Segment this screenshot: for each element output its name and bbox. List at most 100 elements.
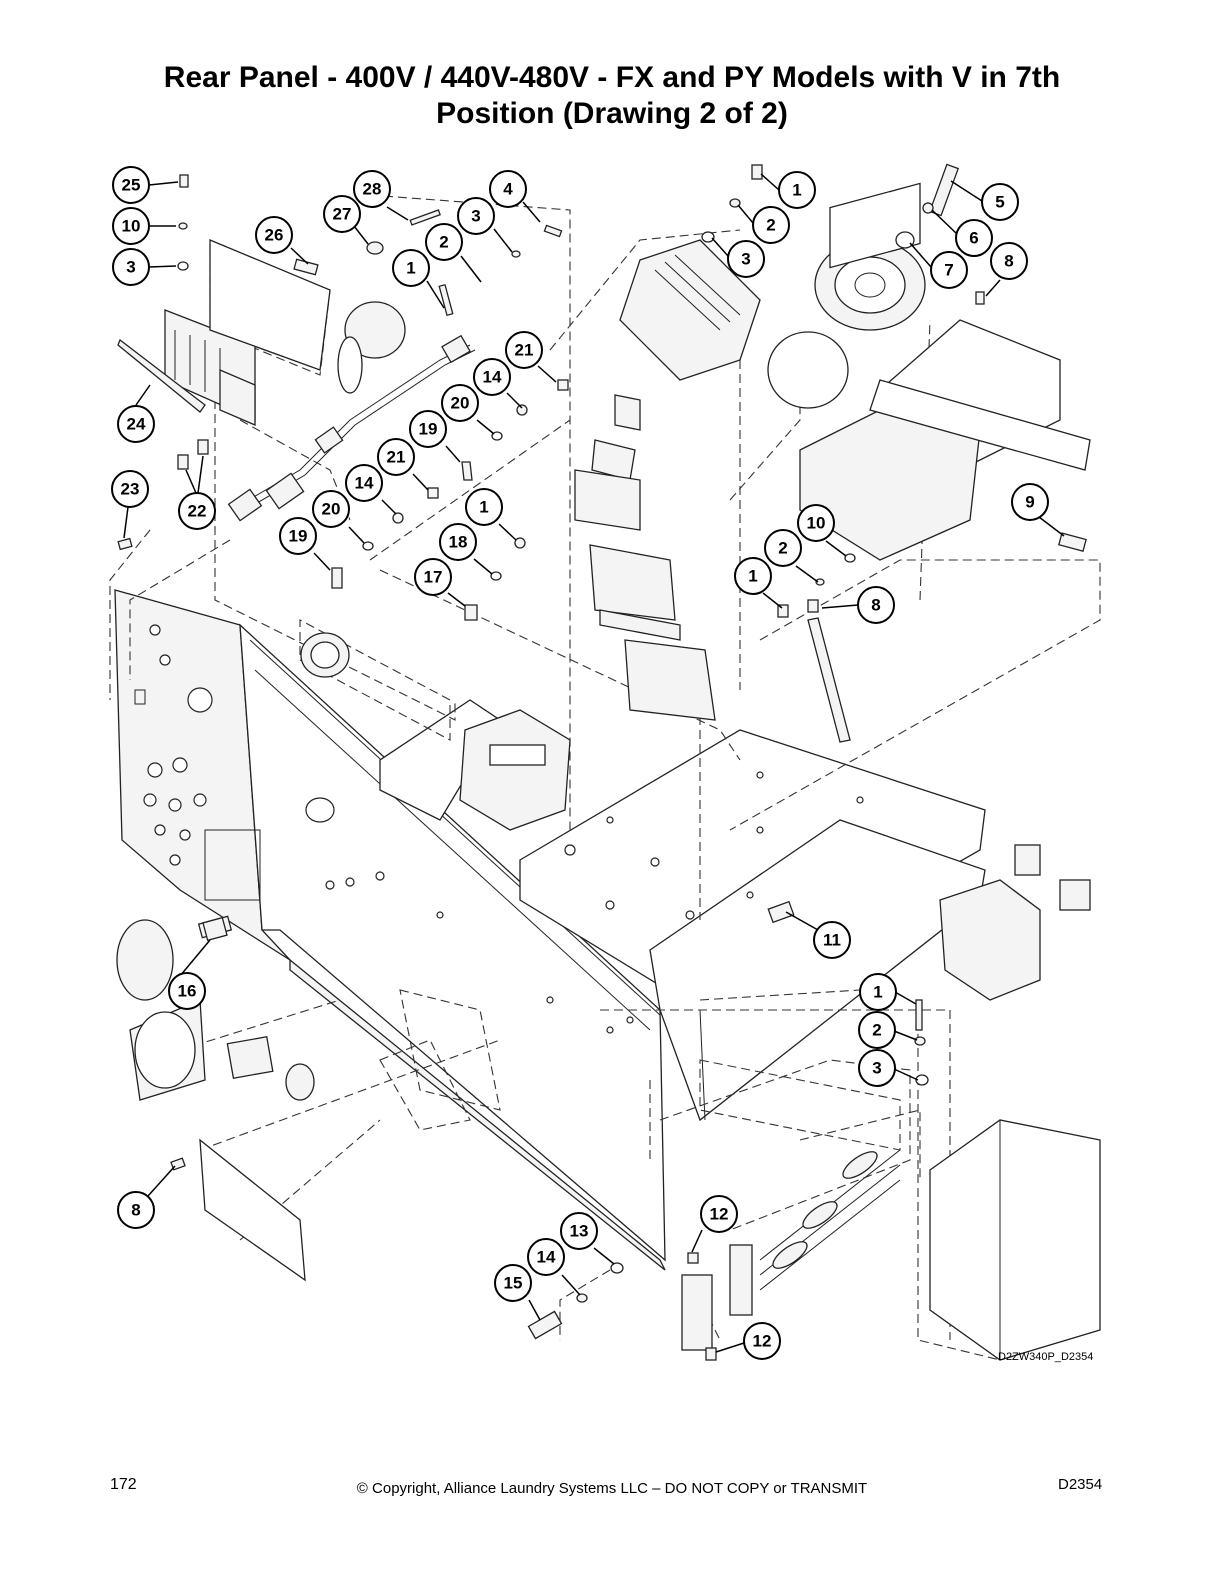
rear-panel-frame	[114, 589, 986, 1271]
callout-balloon: 2	[858, 1011, 896, 1049]
callout-balloon: 1	[392, 249, 430, 287]
callout-number: 9	[1025, 493, 1034, 512]
callout-number: 25	[122, 176, 141, 195]
rear-cover-box	[929, 1119, 1101, 1361]
callout-balloon: 19	[409, 410, 447, 448]
callout-balloons: 25 10 3 26 27 28 1 2 3 4 24 22 23 21 14 …	[111, 166, 1049, 1360]
callout-balloon: 25	[112, 166, 150, 204]
callout-number: 1	[873, 983, 882, 1002]
callout-number: 8	[131, 1201, 140, 1220]
callout-balloon: 3	[858, 1049, 896, 1087]
callout-number: 12	[753, 1332, 772, 1351]
callout-number: 14	[537, 1248, 556, 1267]
callout-number: 3	[126, 258, 135, 277]
cover-plate-8	[199, 1138, 306, 1282]
callout-balloon: 3	[112, 248, 150, 286]
callout-balloon: 8	[117, 1191, 155, 1229]
callout-number: 28	[363, 180, 382, 199]
callout-balloon: 5	[981, 183, 1019, 221]
title-line-2: Position (Drawing 2 of 2)	[436, 97, 788, 130]
callout-balloon: 13	[560, 1212, 598, 1250]
callout-balloon: 10	[112, 207, 150, 245]
callout-balloon: 4	[489, 170, 527, 208]
callout-balloon: 3	[727, 240, 765, 278]
callout-balloon: 26	[255, 216, 293, 254]
callout-balloon: 14	[473, 358, 511, 396]
callout-number: 21	[515, 341, 534, 360]
callout-balloon: 9	[1011, 483, 1049, 521]
bracket-26	[209, 239, 331, 371]
callout-number: 2	[439, 233, 448, 252]
callout-balloon: 21	[505, 331, 543, 369]
callout-number: 24	[127, 415, 146, 434]
callout-number: 23	[121, 480, 140, 499]
callout-balloon: 3	[457, 197, 495, 235]
callout-number: 26	[265, 226, 284, 245]
transformer-assembly	[767, 182, 1091, 561]
hardware-fasteners	[117, 163, 1087, 1361]
side-contactor-block	[939, 844, 1091, 1001]
relay-stack	[574, 394, 716, 721]
callout-number: 14	[355, 474, 374, 493]
callout-number: 7	[944, 261, 953, 280]
callout-balloon: 7	[930, 251, 968, 289]
callout-number: 19	[289, 527, 308, 546]
callout-balloon: 14	[527, 1238, 565, 1276]
callout-balloon: 12	[743, 1322, 781, 1360]
callout-balloon: 22	[178, 492, 216, 530]
clip-11	[767, 900, 795, 924]
callout-number: 20	[451, 394, 470, 413]
callout-balloon: 2	[425, 223, 463, 261]
callout-balloon: 2	[764, 529, 802, 567]
page-number: 172	[110, 1476, 137, 1493]
callout-balloon: 21	[377, 438, 415, 476]
callout-number: 17	[424, 568, 443, 587]
callout-number: 10	[807, 514, 826, 533]
callout-balloon: 18	[439, 523, 477, 561]
callout-number: 21	[387, 448, 406, 467]
contactor-upper	[619, 239, 761, 381]
callout-number: 18	[449, 533, 468, 552]
callout-number: 1	[479, 498, 488, 517]
title-line-1: Rear Panel - 400V / 440V-480V - FX and P…	[163, 61, 1061, 94]
callout-number: 6	[969, 229, 978, 248]
callout-number: 13	[570, 1222, 589, 1241]
callout-number: 15	[504, 1274, 523, 1293]
drawing-code: D2ZW340P_D2354	[998, 1351, 1093, 1363]
callout-balloon: 24	[117, 405, 155, 443]
callout-balloon: 27	[323, 195, 361, 233]
callout-number: 20	[322, 500, 341, 519]
callout-number: 2	[872, 1021, 881, 1040]
callout-number: 1	[792, 181, 801, 200]
callout-number: 14	[483, 368, 502, 387]
document-code: D2354	[1058, 1476, 1103, 1493]
callout-balloon: 10	[797, 504, 835, 542]
callout-balloon: 1	[734, 557, 772, 595]
support-rod-8	[807, 617, 851, 743]
callout-balloon: 28	[353, 170, 391, 208]
copyright-notice: © Copyright, Alliance Laundry Systems LL…	[356, 1480, 868, 1497]
callout-balloon: 20	[312, 490, 350, 528]
callout-balloon: 16	[168, 972, 206, 1010]
motor-pulley	[337, 301, 406, 394]
callout-number: 10	[122, 217, 141, 236]
callout-balloon: 6	[955, 219, 993, 257]
callout-balloon: 8	[857, 586, 895, 624]
fuse-block-12	[681, 1149, 901, 1351]
callout-number: 27	[333, 205, 352, 224]
callout-number: 4	[503, 180, 513, 199]
callout-number: 5	[995, 193, 1004, 212]
contactor-lower	[459, 709, 571, 831]
callout-number: 1	[406, 259, 415, 278]
callout-number: 2	[778, 539, 787, 558]
callout-balloon: 17	[414, 558, 452, 596]
callout-balloon: 2	[752, 206, 790, 244]
callout-number: 12	[710, 1205, 729, 1224]
callout-balloon: 20	[441, 384, 479, 422]
callout-number: 8	[871, 596, 880, 615]
callout-balloon: 12	[700, 1195, 738, 1233]
callout-leader-lines	[123, 173, 1065, 1353]
callout-balloon: 1	[859, 973, 897, 1011]
callout-balloon: 19	[279, 517, 317, 555]
